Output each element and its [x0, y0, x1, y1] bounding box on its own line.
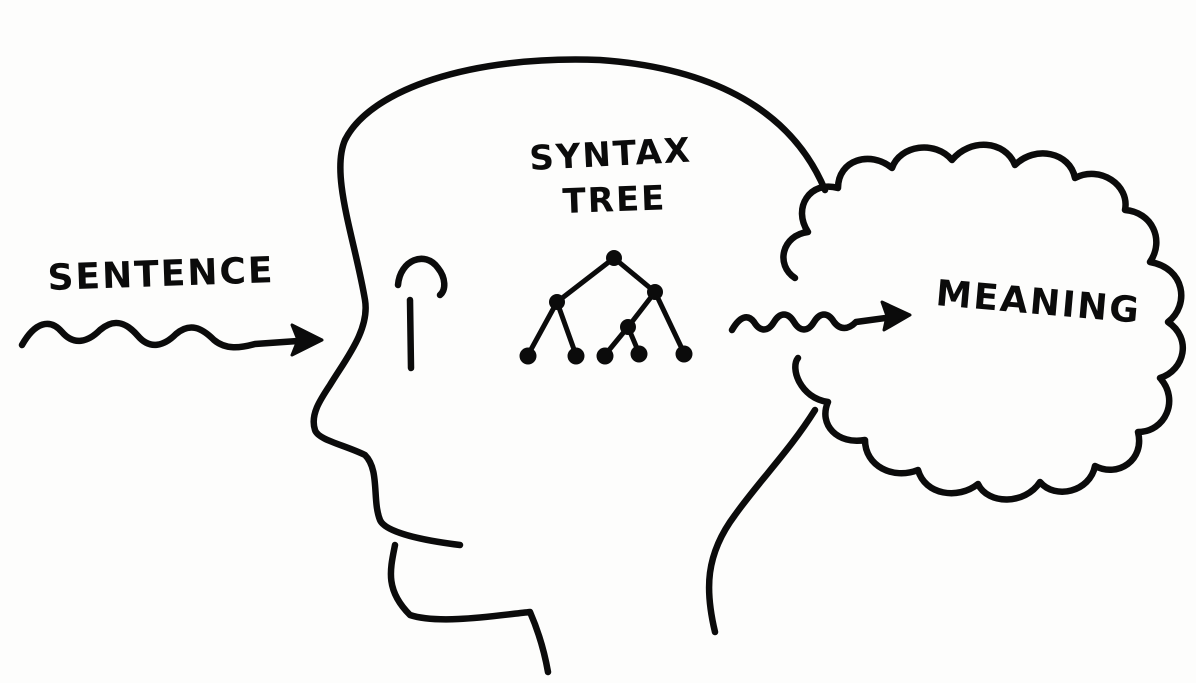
ear-curve — [398, 259, 444, 295]
chin-neck — [391, 545, 548, 672]
syntax-label: SYNTAX — [528, 131, 693, 179]
input-arrowhead-icon — [292, 325, 322, 355]
ear-line — [410, 300, 411, 368]
head-outline — [314, 60, 825, 545]
tree-label: TREE — [562, 178, 667, 222]
neck-back — [709, 410, 815, 632]
meaning-label: MEANING — [934, 273, 1142, 332]
output-arrowhead-icon — [882, 302, 910, 330]
syntax-tree-icon — [520, 250, 693, 365]
output-squiggle-arrow — [732, 315, 900, 331]
sentence-label: SENTENCE — [47, 250, 275, 299]
input-squiggle-arrow — [22, 323, 312, 347]
